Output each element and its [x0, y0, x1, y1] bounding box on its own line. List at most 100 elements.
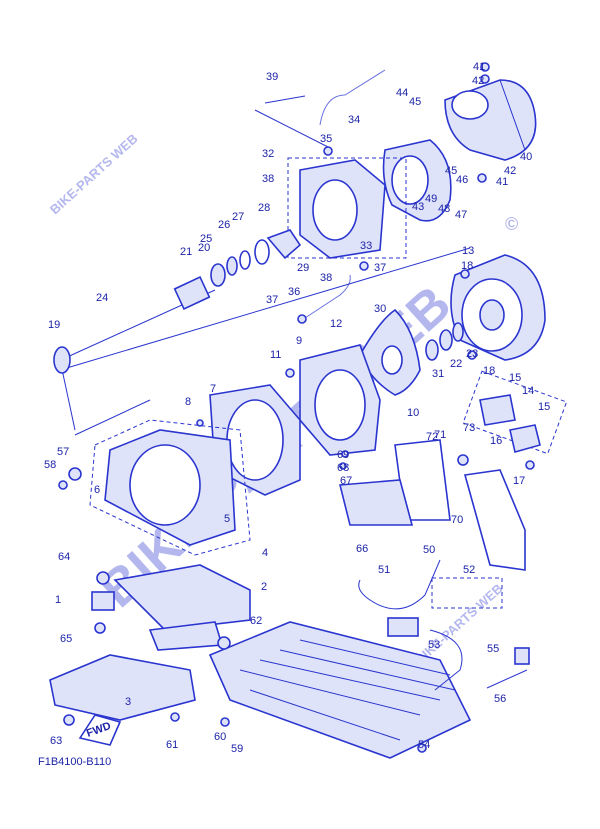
callout-37: 37	[266, 294, 278, 306]
callout-38: 38	[320, 272, 332, 284]
callout-28: 28	[258, 202, 270, 214]
callout-64: 64	[58, 551, 70, 563]
callout-40: 40	[520, 151, 532, 163]
watermark-top-left: BIKE-PARTS WEB	[47, 131, 141, 217]
callout-19: 19	[48, 319, 60, 331]
callout-18: 18	[461, 260, 473, 272]
callout-11: 11	[270, 349, 281, 361]
callout-53: 53	[428, 639, 440, 651]
callout-1: 1	[55, 594, 61, 606]
duct-part-9	[299, 344, 381, 456]
callout-26: 26	[218, 219, 230, 231]
callout-30: 30	[374, 303, 386, 315]
impeller-part-30	[359, 308, 421, 396]
callout-47: 47	[455, 209, 467, 221]
callout-48: 48	[438, 203, 450, 215]
callout-69: 69	[337, 449, 349, 461]
callout-16: 16	[490, 435, 502, 447]
callout-39: 39	[266, 71, 278, 83]
callout-43: 43	[412, 201, 424, 213]
callout-72: 72	[426, 431, 438, 443]
callout-36: 36	[288, 286, 300, 298]
callout-31: 31	[432, 368, 444, 380]
callout-57: 57	[57, 446, 69, 458]
callout-29: 29	[297, 262, 309, 274]
callout-numbers: 1234567891011121314151516171818192021222…	[44, 61, 550, 755]
callout-42: 42	[472, 75, 484, 87]
callout-18: 18	[483, 365, 495, 377]
callout-21: 21	[180, 246, 192, 258]
callout-61: 61	[166, 739, 178, 751]
hose-part-34	[319, 69, 386, 126]
callout-12: 12	[330, 318, 342, 330]
callout-55: 55	[487, 643, 499, 655]
callout-50: 50	[423, 544, 435, 556]
callout-34: 34	[348, 114, 360, 126]
callout-14: 14	[522, 385, 534, 397]
callout-60: 60	[214, 731, 226, 743]
callout-46: 46	[456, 174, 468, 186]
mounts-part-1-2	[91, 564, 251, 651]
callout-27: 27	[232, 211, 244, 223]
callout-32: 32	[262, 148, 274, 160]
callout-62: 62	[250, 615, 262, 627]
callout-42: 42	[504, 165, 516, 177]
callout-10: 10	[407, 407, 419, 419]
callout-20: 20	[198, 242, 210, 254]
callout-63: 63	[50, 735, 62, 747]
callout-17: 17	[513, 475, 525, 487]
callout-6: 6	[94, 484, 100, 496]
nozzle-housing-part-32	[287, 157, 407, 259]
callout-59: 59	[231, 743, 243, 755]
callout-66: 66	[356, 543, 368, 555]
callout-73: 73	[463, 422, 475, 434]
callout-7: 7	[210, 383, 216, 395]
callout-9: 9	[296, 335, 302, 347]
callout-13: 13	[462, 245, 474, 257]
callout-56: 56	[494, 693, 506, 705]
upper-group-boundary	[254, 109, 331, 149]
callout-15: 15	[538, 401, 550, 413]
duct-part-7	[209, 384, 301, 496]
housing-group-line-2	[74, 399, 151, 436]
bracket-part-14-16	[462, 370, 568, 455]
callout-33: 33	[360, 240, 372, 252]
callout-15: 15	[509, 372, 521, 384]
callout-49: 49	[425, 193, 437, 205]
callout-2: 2	[261, 581, 267, 593]
callout-65: 65	[60, 633, 72, 645]
callout-24: 24	[96, 292, 108, 304]
callout-22: 22	[450, 358, 462, 370]
sensor-part-50	[358, 559, 503, 691]
fasteners	[58, 62, 535, 753]
housing-group-line	[59, 247, 471, 371]
bolt-part-55-56	[486, 647, 530, 689]
callout-4: 4	[262, 547, 268, 559]
callout-58: 58	[44, 459, 56, 471]
callout-41: 41	[496, 176, 508, 188]
diagram-code: F1B4100-B110	[38, 756, 111, 768]
nozzle-part-40	[444, 79, 537, 161]
callout-8: 8	[185, 396, 191, 408]
intake-part-4	[89, 419, 251, 556]
callout-44: 44	[396, 87, 408, 99]
callout-35: 35	[320, 133, 332, 145]
bolt-part-39	[264, 95, 306, 104]
pump-housing-part-13	[450, 254, 546, 361]
callout-68: 68	[337, 462, 349, 474]
callout-71: 71	[434, 429, 446, 441]
copyright-symbol: ©	[505, 214, 518, 234]
plate-part-70	[463, 469, 526, 571]
callout-67: 67	[340, 475, 352, 487]
callout-41: 41	[473, 61, 485, 73]
intake-grate-part-59	[208, 621, 472, 759]
bracket-part-66	[338, 479, 414, 526]
callout-54: 54	[418, 739, 430, 751]
callout-45: 45	[409, 96, 421, 108]
callout-5: 5	[224, 513, 230, 525]
callout-3: 3	[125, 696, 131, 708]
callout-23: 23	[466, 348, 478, 360]
callout-70: 70	[451, 514, 463, 526]
callout-52: 52	[463, 564, 475, 576]
